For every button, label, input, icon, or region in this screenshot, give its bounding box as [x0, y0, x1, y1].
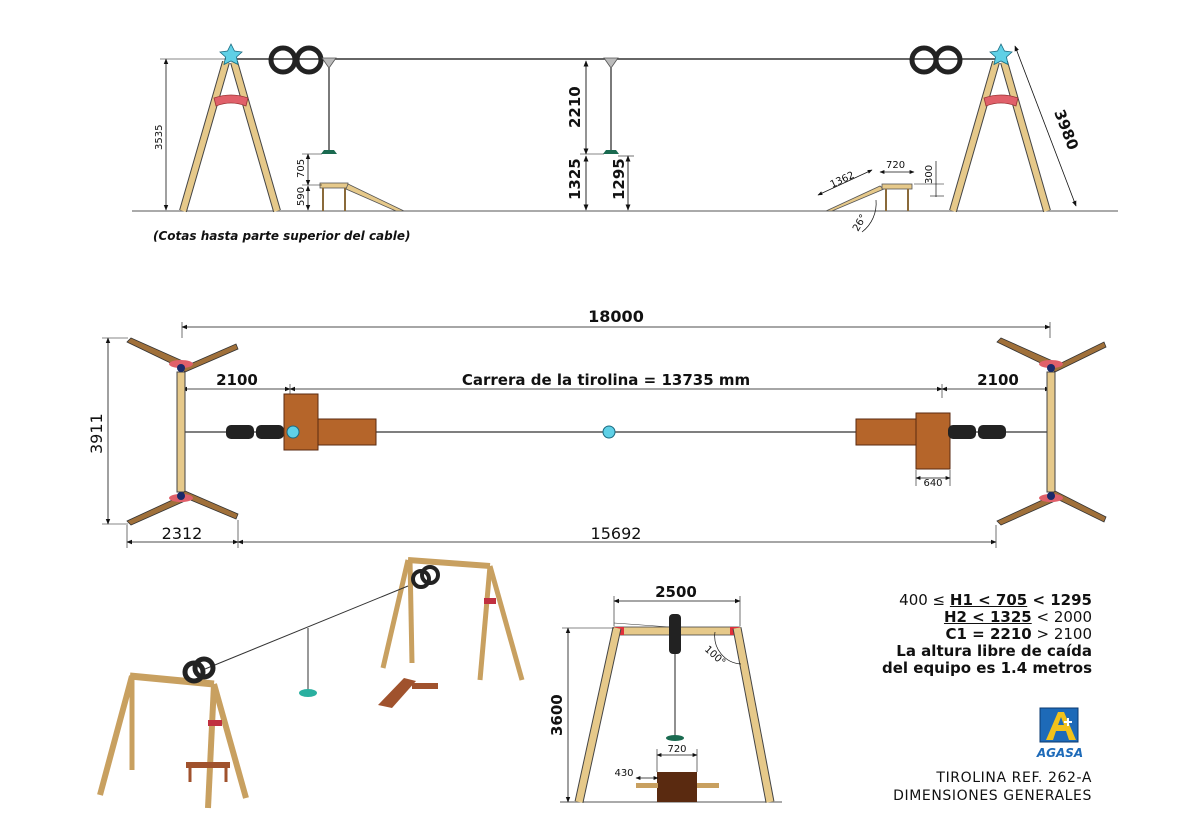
angle-100: 100° [702, 644, 727, 668]
dim-640: 640 [923, 478, 942, 489]
dim-1295: 1295 [610, 158, 628, 200]
dim-15692: 15692 [591, 524, 642, 543]
angle-26: 26° [851, 213, 869, 234]
cable-note: (Cotas hasta parte superior del cable) [153, 229, 411, 243]
dim-2210: 2210 [566, 86, 584, 128]
dim-2100-left: 2100 [216, 371, 258, 389]
dim-3980: 3980 [1050, 107, 1082, 152]
dim-720-side: 720 [886, 160, 905, 171]
star-icon [219, 43, 243, 66]
spec-line-4: La altura libre de caída [896, 642, 1092, 660]
dim-300: 300 [924, 165, 935, 184]
dim-2500: 2500 [655, 583, 697, 601]
dim-720-front: 720 [667, 744, 686, 755]
title-line-1: TIROLINA REF. 262-A [936, 770, 1092, 786]
seat-plan-left [286, 425, 300, 439]
dim-705: 705 [296, 159, 307, 178]
seat-plan-middle [602, 425, 616, 439]
plan-view: 18000 2100 Carrera de la tirolina = 1373… [87, 307, 1107, 548]
dim-3911: 3911 [87, 413, 106, 454]
title-block: TIROLINA REF. 262-A DIMENSIONES GENERALE… [860, 769, 1092, 805]
left-a-frame [179, 43, 281, 213]
agasa-logo-icon [1039, 707, 1079, 743]
middle-trolley [603, 57, 619, 154]
spec-line-5: del equipo es 1.4 metros [882, 659, 1092, 677]
dim-1362: 1362 [829, 170, 857, 191]
left-trolley [321, 57, 337, 154]
dim-2100-right: 2100 [977, 371, 1019, 389]
perspective-view [97, 557, 525, 809]
dim-590: 590 [296, 187, 307, 206]
dim-3535: 3535 [154, 125, 165, 150]
left-tyres [268, 45, 324, 75]
dim-18000: 18000 [588, 307, 644, 326]
dim-1325: 1325 [566, 158, 584, 200]
left-frame-plan [126, 337, 239, 526]
front-view: 2500 3600 100° 720 430 [548, 583, 782, 803]
spec-box: 400 ≤ H1 < 705 < 1295 H2 < 1325 < 2000 C… [860, 592, 1092, 677]
right-frame-plan [996, 337, 1107, 526]
spec-line-3: C1 = 2210 > 2100 [945, 625, 1093, 643]
side-view: 3535 705 590 2210 1325 1295 [132, 43, 1118, 234]
dim-430: 430 [614, 768, 633, 779]
title-line-2: DIMENSIONES GENERALES [893, 788, 1092, 804]
run-label: Carrera de la tirolina = 13735 mm [462, 371, 750, 389]
dim-2312: 2312 [162, 524, 203, 543]
star-icon [989, 43, 1013, 66]
dim-3600: 3600 [548, 694, 566, 736]
right-a-frame [949, 43, 1051, 213]
right-tyres [909, 45, 963, 75]
spec-line-1: 400 ≤ H1 < 705 < 1295 [899, 591, 1092, 609]
logo-text: AGASA [1036, 746, 1084, 760]
left-platform [319, 182, 405, 212]
spec-line-2: H2 < 1325 < 2000 [943, 608, 1092, 626]
